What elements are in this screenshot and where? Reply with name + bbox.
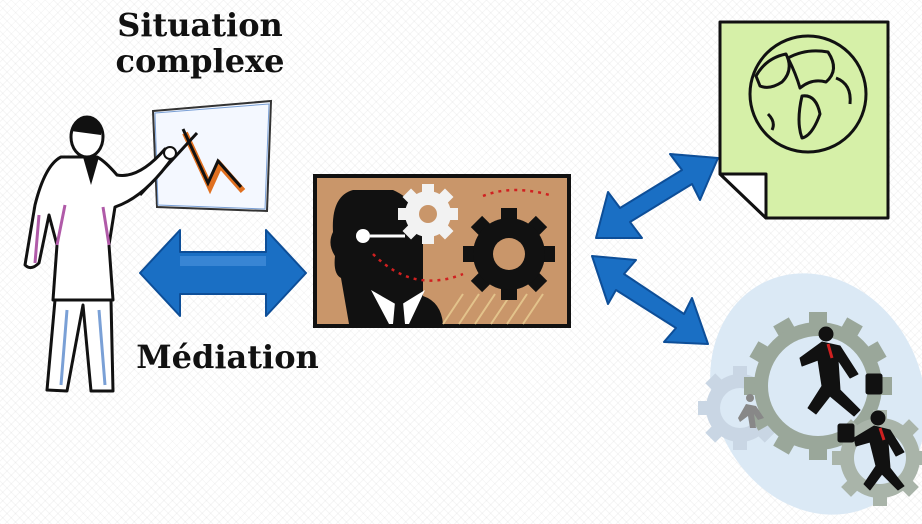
mediator-head-gears-icon <box>313 174 571 328</box>
double-arrow-lower-right <box>591 255 709 345</box>
situation-line-2: complexe <box>115 41 285 80</box>
mediation-label: Médiation <box>136 338 319 376</box>
double-arrow-upper-right <box>595 153 719 239</box>
dark-gear <box>463 208 555 300</box>
presenter-figure-icon <box>23 99 273 393</box>
light-gear <box>398 184 458 244</box>
situation-line-1: Situation <box>117 6 283 44</box>
world-map-document-icon <box>718 20 890 220</box>
situation-complexe-label: Situation complexe <box>100 6 300 80</box>
running-businessmen-gears-icon <box>698 273 922 515</box>
double-arrow-left <box>139 229 307 317</box>
